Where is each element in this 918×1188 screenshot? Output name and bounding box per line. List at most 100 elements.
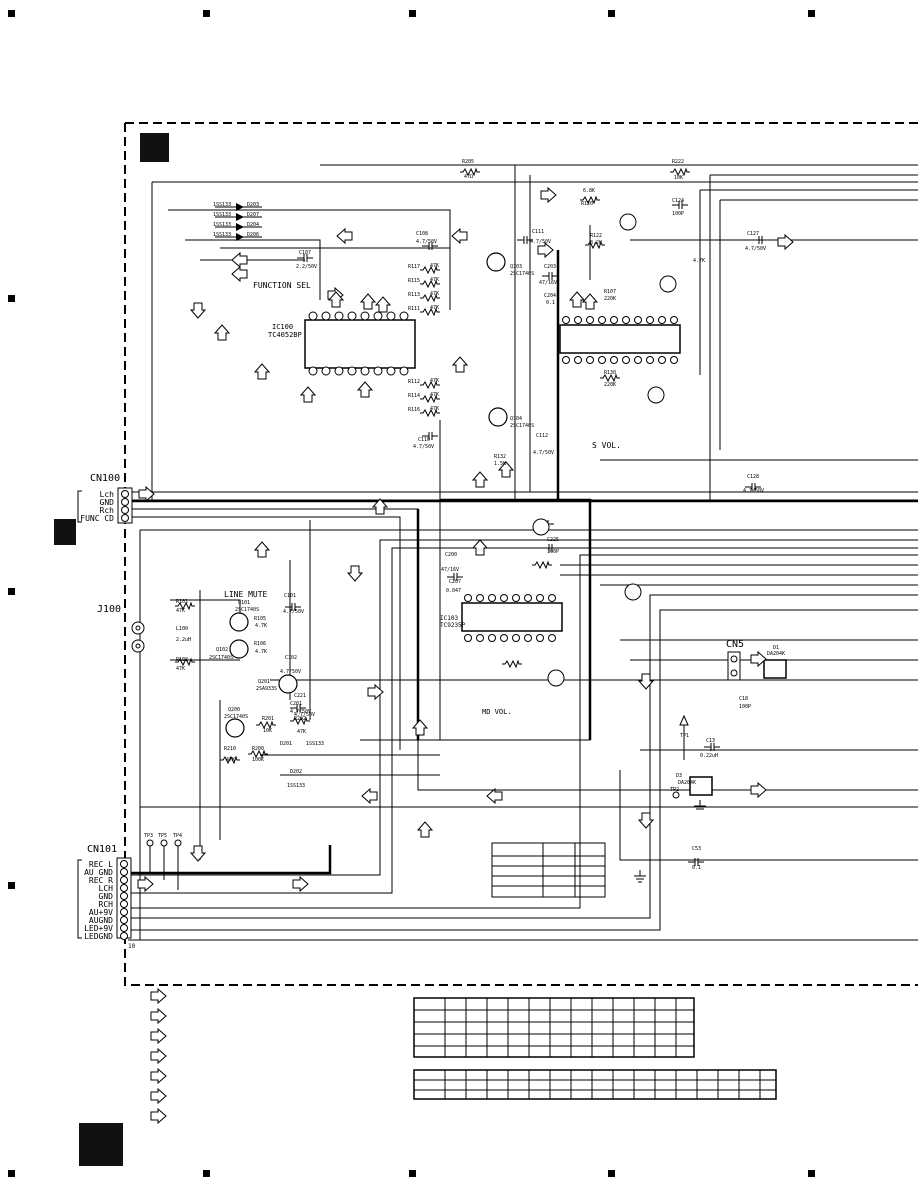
r105-ref: R105: [254, 616, 266, 622]
page-corner-marker: [79, 1123, 123, 1166]
line-mute-label: LINE MUTE: [224, 590, 268, 599]
ic100-ref-label: IC100: [272, 323, 293, 331]
r122-value: 8.2K: [590, 240, 602, 246]
tp4-label: TP4: [173, 833, 182, 839]
d206-part: 1SS133: [213, 232, 231, 238]
transistor-symbols: [225, 252, 508, 738]
c101-value: 4.7/50V: [283, 609, 304, 615]
ic103-ref-label: IC103: [440, 615, 458, 622]
r120-label: R120: [581, 201, 593, 207]
section-block-marker: [140, 133, 169, 162]
r117-value: 47K: [430, 263, 439, 269]
c204-ref: C204: [544, 293, 556, 299]
d3-package: [689, 776, 713, 796]
r122-ref: R122: [590, 233, 602, 239]
c13-value: 0.22uH: [700, 753, 718, 759]
r200-ref: R200: [252, 746, 264, 752]
d3-ref: D3: [676, 773, 682, 779]
cn100-label: CN100: [90, 473, 120, 484]
c112-ref: C112: [536, 433, 548, 439]
r130-ref: R130: [604, 370, 616, 376]
q104-part: 2SC1740S: [510, 423, 534, 429]
cn101-pin-1-label: REC L: [89, 860, 113, 869]
d207-ref: D207: [247, 212, 259, 218]
c127-value: 4.7/50V: [745, 246, 766, 252]
q103-ref: Q103: [510, 264, 522, 270]
r201-ref: R201: [262, 716, 274, 722]
diode-stack: [215, 203, 262, 241]
c101-ref: C101: [284, 593, 296, 599]
r201-value: 10K: [263, 728, 272, 734]
function-sel-label: FUNCTION SEL: [253, 281, 311, 290]
ic103-part-label: TC9235P: [440, 622, 466, 629]
q101-part: 2SC1740S: [235, 607, 259, 613]
r112-value: 47K: [430, 378, 439, 384]
r117-ref: R117: [408, 264, 420, 270]
r202-ref: R202: [294, 716, 306, 722]
board-outline: [124, 122, 918, 986]
c53-value: 0.1: [692, 865, 701, 871]
cn101-pin-10-label: LEDGND: [84, 932, 113, 941]
d202-ref: D202: [290, 769, 302, 775]
c221-ref: C221: [294, 693, 306, 699]
c13-ref: C13: [706, 738, 715, 744]
q104-ref: Q104: [510, 416, 522, 422]
r116-ref: R116: [408, 407, 420, 413]
c221-value: 4.7/50V: [294, 712, 315, 718]
cn101-pin-2-label: AU GND: [84, 868, 113, 877]
side-block-marker: [54, 519, 76, 545]
r111-value: 47K: [430, 305, 439, 311]
cn101-pin-8-label: AUGND: [89, 916, 113, 925]
r210-value: 47K: [226, 757, 235, 763]
r114-ref: R114: [408, 393, 420, 399]
c124-ref: C124: [672, 198, 684, 204]
test-points: [146, 791, 680, 890]
r210-ref: R210: [224, 746, 236, 752]
tp3-label: TP3: [144, 833, 153, 839]
c201-ref: C201: [290, 701, 302, 707]
legend-arrows: [150, 988, 167, 1124]
q102-ref: Q102: [216, 647, 228, 653]
q200-part: 2SC1740S: [224, 714, 248, 720]
d204-ref: D204: [247, 222, 259, 228]
c225-value: 100P: [547, 549, 559, 555]
cn101-last-pin-number: 10: [128, 943, 136, 950]
c128-ref: C128: [747, 474, 759, 480]
d3-part: DA204K: [678, 780, 696, 786]
md-vol-label: MD VOL.: [482, 708, 512, 716]
c128-value: 4.7/50V: [743, 488, 764, 494]
c111-ref: C111: [532, 229, 544, 235]
heavy-bus: [128, 250, 918, 875]
ic103-body: [461, 594, 563, 642]
voltage-table-upper: [413, 997, 695, 1058]
r222-ref: R222: [672, 159, 684, 165]
r102-value: 47K: [176, 666, 185, 672]
c200-value: 47/16V: [441, 567, 459, 573]
q102-part: 2SC1740S: [209, 655, 233, 661]
c203-ref: C203: [544, 264, 556, 270]
r106-ref: R106: [254, 641, 266, 647]
cn101-pin-3-label: REC R: [89, 876, 113, 885]
c107-ref: C107: [299, 250, 311, 256]
voltage-table-lower: [413, 1069, 777, 1100]
d206-ref: D206: [247, 232, 259, 238]
d207-part: 1SS133: [213, 212, 231, 218]
c110-ref: C110: [418, 437, 430, 443]
r101-value: 47K: [176, 608, 185, 614]
c200-ref: C200: [445, 552, 457, 558]
wiring: [128, 164, 918, 941]
c110-value: 4.7/50V: [413, 444, 434, 450]
ic100-part-label: TC4052BP: [268, 331, 302, 339]
c207-value: 0.047: [446, 588, 461, 594]
r107-ref: R107: [604, 289, 616, 295]
r101-ref: R101: [176, 599, 188, 605]
r200-value: 100K: [252, 757, 264, 763]
r114-value: 47K: [430, 392, 439, 398]
l100-value: 2.2uH: [176, 637, 191, 643]
cn101-pin-6-label: RCH: [99, 900, 114, 909]
j100-jack: [131, 621, 145, 653]
cn100-pin-4-label: FUNC CD: [80, 514, 114, 523]
c102-ref: C102: [285, 655, 297, 661]
c102-value: 4.7/50V: [280, 669, 301, 675]
